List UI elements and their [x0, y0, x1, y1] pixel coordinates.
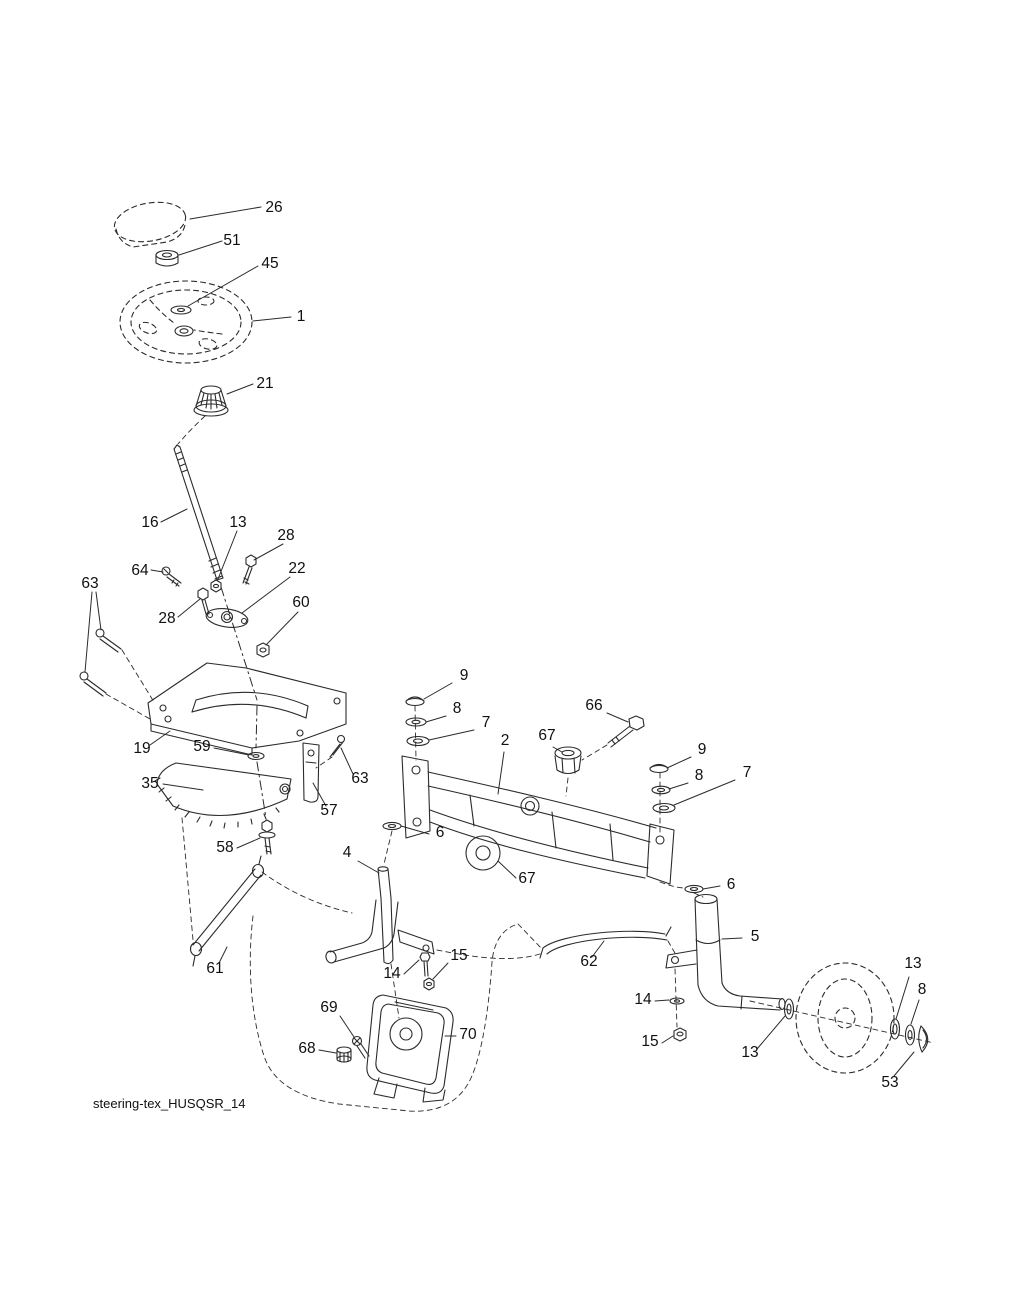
part-hub-nut [155, 249, 179, 267]
callout-8b: 8 [695, 767, 704, 784]
part-hub-washer [170, 305, 192, 315]
callout-14: 14 [383, 965, 401, 982]
part-spindle-left [325, 866, 435, 965]
callout-14b: 14 [634, 991, 652, 1008]
callout-51: 51 [223, 232, 240, 249]
callout-28: 28 [277, 527, 294, 544]
part-hex-bolt-upper [242, 554, 257, 585]
callout-61: 61 [206, 960, 223, 977]
part-shaft-locknut [210, 579, 222, 593]
part-spacer-68 [336, 1046, 352, 1063]
callout-9b: 9 [698, 741, 707, 758]
callout-13c: 13 [904, 955, 921, 972]
callout-6b: 6 [727, 876, 736, 893]
part-steering-wheel [119, 280, 253, 364]
part-axle-washer-13-outer [889, 1018, 901, 1040]
callout-7: 7 [482, 714, 491, 731]
callout-4: 4 [343, 844, 352, 861]
part-screw-69 [351, 1035, 370, 1059]
callout-60: 60 [292, 594, 310, 611]
part-bearing-plate [205, 608, 249, 628]
callout-63: 63 [81, 575, 98, 592]
callout-57: 57 [320, 802, 337, 819]
callout-66: 66 [585, 697, 602, 714]
callout-labels: 26 51 45 1 21 16 13 28 64 28 22 60 63 19… [81, 199, 926, 1091]
callout-35: 35 [141, 775, 158, 792]
part-bracket-plate-70 [366, 994, 454, 1103]
callout-13b: 13 [741, 1044, 758, 1061]
callout-22: 22 [288, 560, 305, 577]
callout-21: 21 [256, 375, 273, 392]
callout-59: 59 [193, 738, 210, 755]
callout-8c: 8 [918, 981, 927, 998]
callout-2: 2 [501, 732, 510, 749]
part-washer-14-right [669, 997, 685, 1005]
callout-16: 16 [141, 514, 158, 531]
callout-58: 58 [216, 839, 233, 856]
part-steering-support-bracket [147, 662, 347, 756]
callout-68: 68 [298, 1040, 315, 1057]
callout-45: 45 [261, 255, 278, 272]
part-axle-support-assembly [401, 755, 675, 885]
callout-13: 13 [229, 514, 246, 531]
part-spacer-disc [465, 835, 501, 871]
part-steering-boot [193, 385, 229, 417]
part-pivot-bolt [607, 715, 645, 748]
callout-1: 1 [297, 308, 306, 325]
callout-28b: 28 [158, 610, 175, 627]
part-flanged-bushing [554, 746, 582, 775]
part-washer-59 [247, 751, 265, 761]
part-washer-6-right [684, 884, 704, 894]
part-nut-15-left [423, 977, 435, 991]
assembly-guide-lines [105, 415, 935, 1112]
callout-5: 5 [751, 928, 760, 945]
callout-62: 62 [580, 953, 597, 970]
part-cap-washer-stack-left [405, 696, 430, 747]
callout-15: 15 [450, 947, 467, 964]
part-hex-bolt-lower [197, 587, 210, 615]
part-screw-64 [161, 566, 182, 587]
part-nut-15-right [673, 1027, 687, 1042]
callout-64: 64 [131, 562, 149, 579]
part-tie-rod [539, 926, 672, 959]
callout-6: 6 [436, 824, 445, 841]
part-wheel-tire [795, 962, 895, 1074]
part-spindle-right [665, 893, 786, 1011]
part-steering-cap [113, 201, 187, 248]
part-gear-bracket [302, 742, 320, 803]
part-axle-washer-8 [904, 1024, 916, 1046]
callout-69: 69 [320, 999, 337, 1016]
callout-15b: 15 [641, 1033, 658, 1050]
part-cap-washer-stack-right [649, 763, 676, 814]
part-drag-link [189, 855, 265, 967]
part-flange-nut [256, 642, 270, 658]
part-gear-bolt [258, 819, 276, 855]
callout-9: 9 [460, 667, 469, 684]
callout-19: 19 [133, 740, 150, 757]
callout-63b: 63 [351, 770, 368, 787]
callout-67: 67 [538, 727, 555, 744]
part-washer-6-left [382, 821, 402, 831]
part-steering-shaft [173, 444, 224, 581]
diagram-footer-label: steering-tex_HUSQSR_14 [93, 1096, 245, 1111]
callout-70: 70 [459, 1026, 477, 1043]
callout-53: 53 [881, 1074, 898, 1091]
part-steering-wheel-hub [174, 325, 194, 337]
callout-67b: 67 [518, 870, 535, 887]
part-screws-63 [79, 628, 346, 758]
part-hub-cap-53 [918, 1025, 929, 1053]
callout-8: 8 [453, 700, 462, 717]
shaft-axis-lines [220, 586, 267, 819]
callout-26: 26 [265, 199, 282, 216]
callout-7b: 7 [743, 764, 752, 781]
leader-lines [84, 206, 920, 1077]
part-sector-gear [154, 762, 292, 829]
part-bolt-14-left [419, 952, 431, 977]
